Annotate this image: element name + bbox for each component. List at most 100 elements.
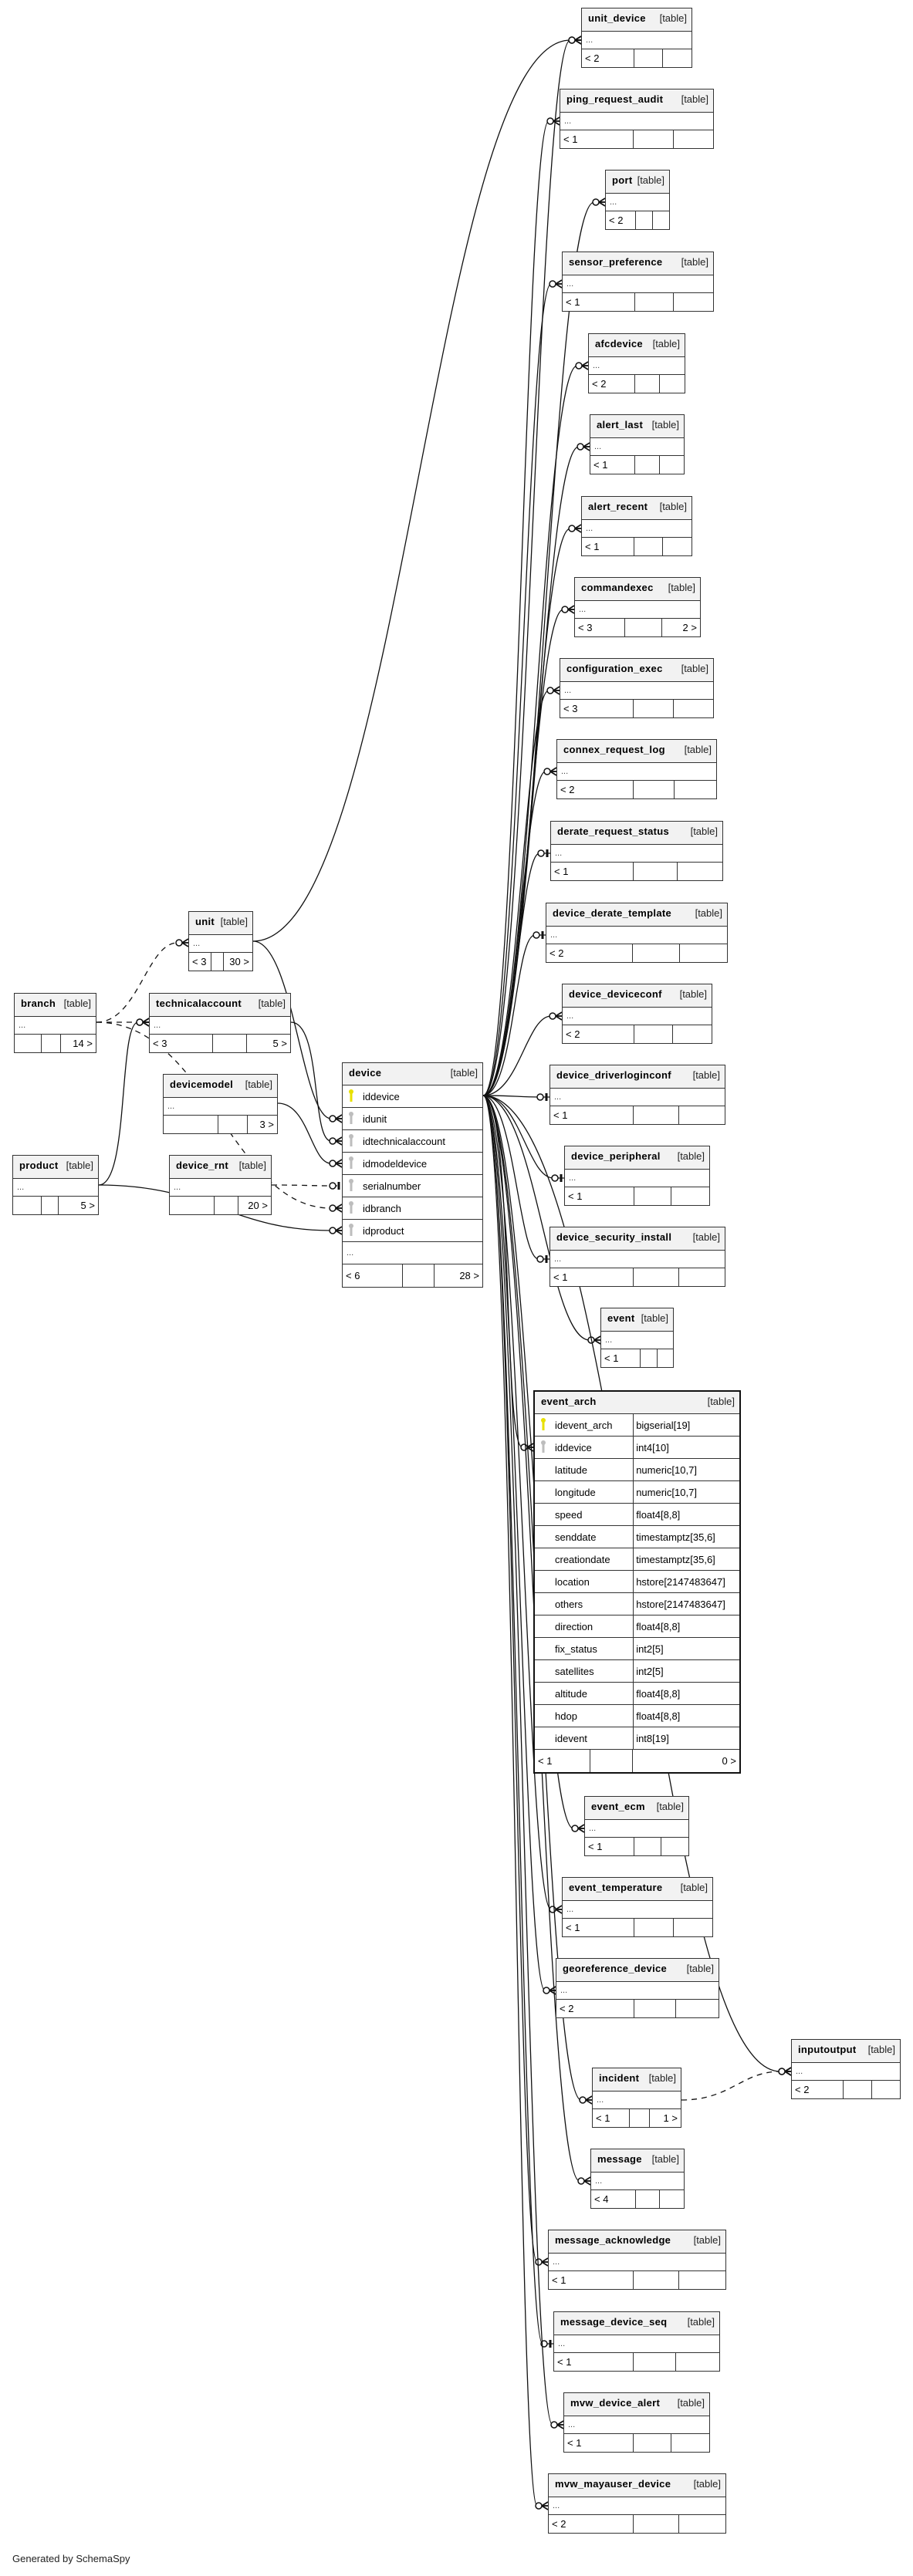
parents-count[interactable]: < 2 [557,781,634,798]
parents-count[interactable]: < 1 [563,1919,635,1936]
more-columns-row[interactable]: ... [575,601,700,619]
column-row[interactable]: idproduct [343,1220,482,1242]
more-columns-row[interactable]: ... [189,935,252,953]
more-columns-row[interactable]: ... [582,32,692,49]
table-sensor-preference[interactable]: sensor_preference[table]...< 1 [562,252,714,312]
parents-count[interactable]: < 3 [560,700,634,717]
children-count[interactable] [872,2081,900,2098]
children-count[interactable] [660,375,685,393]
more-columns-row[interactable]: ... [164,1098,277,1116]
table-name[interactable]: event_ecm [591,1801,645,1812]
children-count[interactable] [663,538,692,555]
more-columns-row[interactable]: ... [591,2173,684,2190]
table-connex-request-log[interactable]: connex_request_log[table]...< 2 [556,739,717,799]
table-name[interactable]: inputoutput [798,2044,857,2055]
more-columns-row[interactable]: ... [590,438,684,456]
children-count[interactable]: 28 > [459,1270,479,1281]
children-count[interactable] [660,456,684,474]
parents-count[interactable]: < 2 [792,2081,844,2098]
more-columns-row[interactable]: ... [563,1008,712,1025]
table-name[interactable]: device [349,1066,382,1079]
children-count[interactable]: 5 > [272,1038,287,1049]
table-message-acknowledge[interactable]: message_acknowledge[table]...< 1 [548,2230,726,2290]
parents-count[interactable]: < 2 [563,1025,634,1043]
more-columns-row[interactable]: ... [565,1170,709,1187]
parents-count[interactable]: < 3 [150,1035,213,1052]
table-product[interactable]: product[table]...5 > [12,1155,99,1215]
more-columns-row[interactable]: ... [556,1982,719,2000]
children-count[interactable] [679,1268,725,1286]
table-device-driverloginconf[interactable]: device_driverloginconf[table]...< 1 [549,1065,725,1125]
parents-count[interactable]: < 2 [549,2515,634,2533]
children-count[interactable] [676,2000,719,2017]
more-columns-row[interactable]: ... [551,845,722,863]
more-columns-row[interactable]: ... [549,2497,725,2515]
parents-count[interactable]: < 1 [554,2353,634,2371]
parents-count[interactable]: < 2 [546,944,634,962]
table-name[interactable]: message_device_seq [560,2316,668,2328]
parents-count[interactable]: < 2 [556,2000,634,2017]
table-name[interactable]: device_security_install [556,1231,672,1243]
table-name[interactable]: device_peripheral [571,1150,661,1162]
more-columns-row[interactable]: ... [563,1901,712,1919]
more-columns-row[interactable]: ... [601,1332,673,1349]
parents-count[interactable] [15,1035,42,1052]
more-columns-row[interactable]: ... [550,1251,725,1268]
children-count[interactable] [679,2515,725,2533]
table-name[interactable]: device_derate_template [553,907,672,919]
more-columns-row[interactable]: ... [549,2254,725,2271]
children-count[interactable] [671,1187,709,1205]
table-name[interactable]: incident [599,2072,640,2084]
parents-count[interactable] [170,1197,215,1214]
table-alert-last[interactable]: alert_last[table]...< 1 [590,414,685,474]
column-row[interactable]: iddevice [343,1085,482,1108]
table-name[interactable]: alert_last [597,419,644,430]
children-count[interactable]: 1 > [663,2112,678,2124]
parents-count[interactable]: < 1 [582,538,635,555]
table-port[interactable]: port[table]...< 2 [605,170,670,230]
parents-count[interactable]: < 4 [591,2190,636,2208]
table-devicemodel[interactable]: devicemodel[table]...3 > [163,1074,278,1134]
table-name[interactable]: unit_device [588,12,646,24]
table-ping-request-audit[interactable]: ping_request_audit[table]...< 1 [560,89,714,149]
parents-count[interactable]: < 1 [560,130,634,148]
children-count[interactable] [676,2353,719,2371]
children-count[interactable]: 14 > [73,1038,93,1049]
table-name[interactable]: branch [21,998,56,1009]
column-row[interactable]: idbranch [343,1197,482,1220]
table-name[interactable]: message_acknowledge [555,2234,671,2246]
table-device-deviceconf[interactable]: device_deviceconf[table]...< 2 [562,984,712,1044]
parents-count[interactable]: < 1 [549,2271,634,2289]
table-name[interactable]: connex_request_log [563,744,665,755]
children-count[interactable]: 0 > [722,1755,736,1767]
parents-count[interactable]: < 1 [535,1750,590,1772]
table-name[interactable]: unit [195,916,215,927]
more-columns-row[interactable]: ... [792,2063,900,2081]
parents-count[interactable]: < 1 [551,863,634,880]
children-count[interactable] [653,211,669,229]
children-count[interactable] [661,1838,688,1855]
table-alert-recent[interactable]: alert_recent[table]...< 1 [581,496,692,556]
column-row[interactable]: serialnumber [343,1175,482,1197]
children-count[interactable] [675,781,716,798]
column-row[interactable]: idmodeldevice [343,1153,482,1175]
children-count[interactable]: 2 > [682,622,697,633]
table-name[interactable]: device_rnt [176,1160,229,1171]
children-count[interactable] [673,1025,712,1043]
table-device-security-install[interactable]: device_security_install[table]...< 1 [549,1227,725,1287]
table-name[interactable]: derate_request_status [557,825,670,837]
parents-count[interactable]: < 1 [593,2109,630,2127]
